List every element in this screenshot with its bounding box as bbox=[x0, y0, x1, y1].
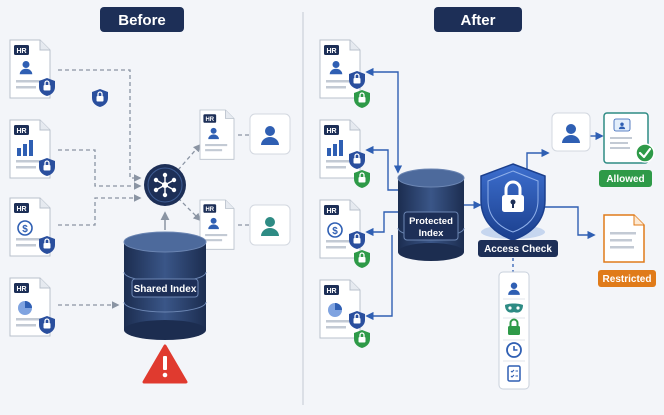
svg-text:HR: HR bbox=[16, 48, 26, 55]
after-title-badge: After bbox=[434, 7, 522, 32]
shared-index-database: Shared Index bbox=[123, 231, 207, 340]
lock-icon bbox=[353, 169, 371, 189]
lock-icon bbox=[353, 249, 371, 269]
protected-index-database: Protected Index bbox=[397, 168, 465, 261]
access-check-badge: Access Check bbox=[478, 240, 558, 257]
svg-text:HR: HR bbox=[16, 128, 26, 135]
protected-index-label-line2: Index bbox=[419, 228, 445, 239]
shared-index-label: Shared Index bbox=[134, 284, 197, 295]
svg-text:HR: HR bbox=[205, 117, 214, 123]
lock-icon bbox=[353, 329, 371, 349]
before-title-badge: Before bbox=[100, 7, 184, 32]
lock-icon bbox=[91, 88, 109, 108]
after-doc-3: HR $ bbox=[319, 199, 371, 269]
checklist-icon bbox=[507, 365, 521, 382]
checkmark-icon bbox=[635, 143, 655, 163]
shield-lock-icon bbox=[480, 163, 546, 241]
warning-triangle-icon bbox=[142, 344, 188, 384]
before-user-card-2 bbox=[249, 204, 291, 246]
restricted-doc bbox=[603, 214, 645, 263]
before-title: Before bbox=[118, 12, 166, 29]
after-doc-4: HR bbox=[319, 279, 371, 349]
svg-text:HR: HR bbox=[326, 208, 336, 215]
restricted-badge: Restricted bbox=[598, 270, 656, 287]
lock-icon bbox=[508, 318, 520, 335]
network-hub-icon bbox=[144, 164, 186, 206]
pie-chart-icon bbox=[328, 303, 342, 317]
after-doc-1: HR bbox=[319, 39, 371, 109]
svg-text:HR: HR bbox=[16, 206, 26, 213]
lock-icon bbox=[353, 89, 371, 109]
user-icon bbox=[261, 217, 279, 236]
dollar-icon: $ bbox=[17, 220, 33, 236]
svg-text:HR: HR bbox=[326, 288, 336, 295]
before-connectors bbox=[58, 69, 254, 309]
clock-icon bbox=[506, 342, 522, 358]
bar-chart-icon bbox=[327, 140, 343, 156]
after-user-card bbox=[551, 112, 591, 152]
after-doc-2: HR bbox=[319, 119, 371, 189]
before-user-card-1 bbox=[249, 113, 291, 155]
allowed-doc bbox=[603, 112, 655, 164]
before-result-doc-2: HR bbox=[199, 199, 235, 250]
mask-icon bbox=[505, 303, 523, 313]
before-doc-2: HR bbox=[9, 119, 56, 179]
after-connectors bbox=[365, 67, 604, 321]
svg-text:HR: HR bbox=[205, 207, 214, 213]
dollar-icon: $ bbox=[327, 222, 343, 238]
svg-text:$: $ bbox=[332, 226, 338, 237]
before-doc-3: HR $ bbox=[9, 197, 56, 257]
pie-chart-icon bbox=[18, 301, 32, 315]
svg-text:$: $ bbox=[22, 224, 28, 235]
access-check-label: Access Check bbox=[484, 244, 552, 255]
before-doc-4: HR bbox=[9, 277, 56, 337]
after-title: After bbox=[460, 12, 495, 29]
svg-text:HR: HR bbox=[16, 286, 26, 293]
allowed-label: Allowed bbox=[606, 174, 644, 185]
before-result-doc-1: HR bbox=[199, 109, 235, 160]
protected-index-label-line1: Protected bbox=[409, 216, 453, 227]
svg-text:HR: HR bbox=[326, 48, 336, 55]
allowed-badge: Allowed bbox=[599, 170, 652, 187]
restricted-label: Restricted bbox=[603, 274, 652, 285]
attribute-panel bbox=[498, 271, 530, 390]
bar-chart-icon bbox=[17, 140, 33, 156]
before-doc-1: HR bbox=[9, 39, 56, 99]
svg-text:HR: HR bbox=[326, 128, 336, 135]
